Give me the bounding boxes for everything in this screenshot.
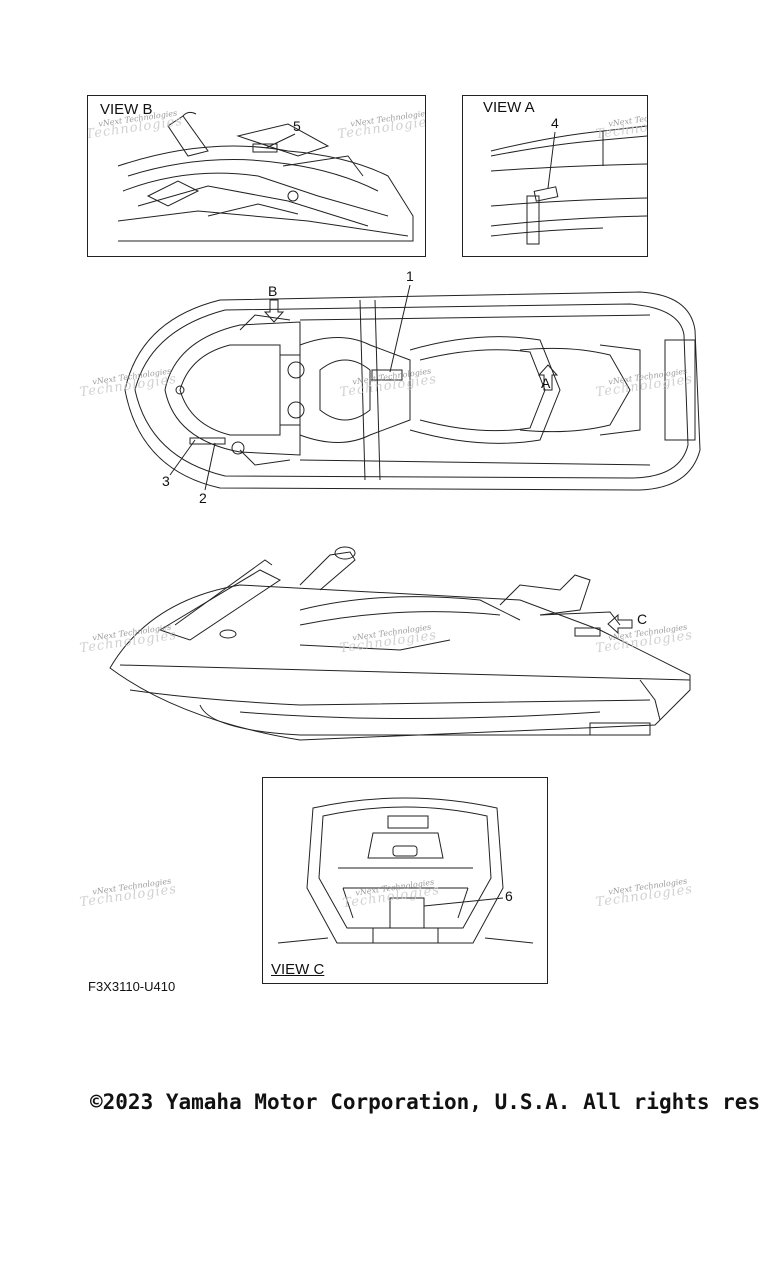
view-b-label: VIEW B — [100, 101, 153, 118]
callout-4: 4 — [551, 115, 559, 131]
view-c-label: VIEW C — [271, 961, 325, 978]
diagram-code: F3X3110-U410 — [88, 979, 176, 994]
callout-3: 3 — [162, 473, 170, 489]
callout-6: 6 — [505, 888, 513, 904]
callout-1: 1 — [406, 268, 414, 284]
view-c-drawing — [277, 797, 534, 944]
callout-2: 2 — [199, 490, 207, 506]
callout-5: 5 — [293, 118, 301, 134]
view-b-drawing — [117, 111, 414, 242]
copyright-notice: ©2023 Yamaha Motor Corporation, U.S.A. A… — [90, 1090, 761, 1114]
arrow-c-label: C — [637, 611, 648, 627]
view-a-label: VIEW A — [483, 99, 535, 116]
arrow-b-label: B — [268, 283, 278, 299]
arrow-a-label: A — [541, 375, 551, 391]
